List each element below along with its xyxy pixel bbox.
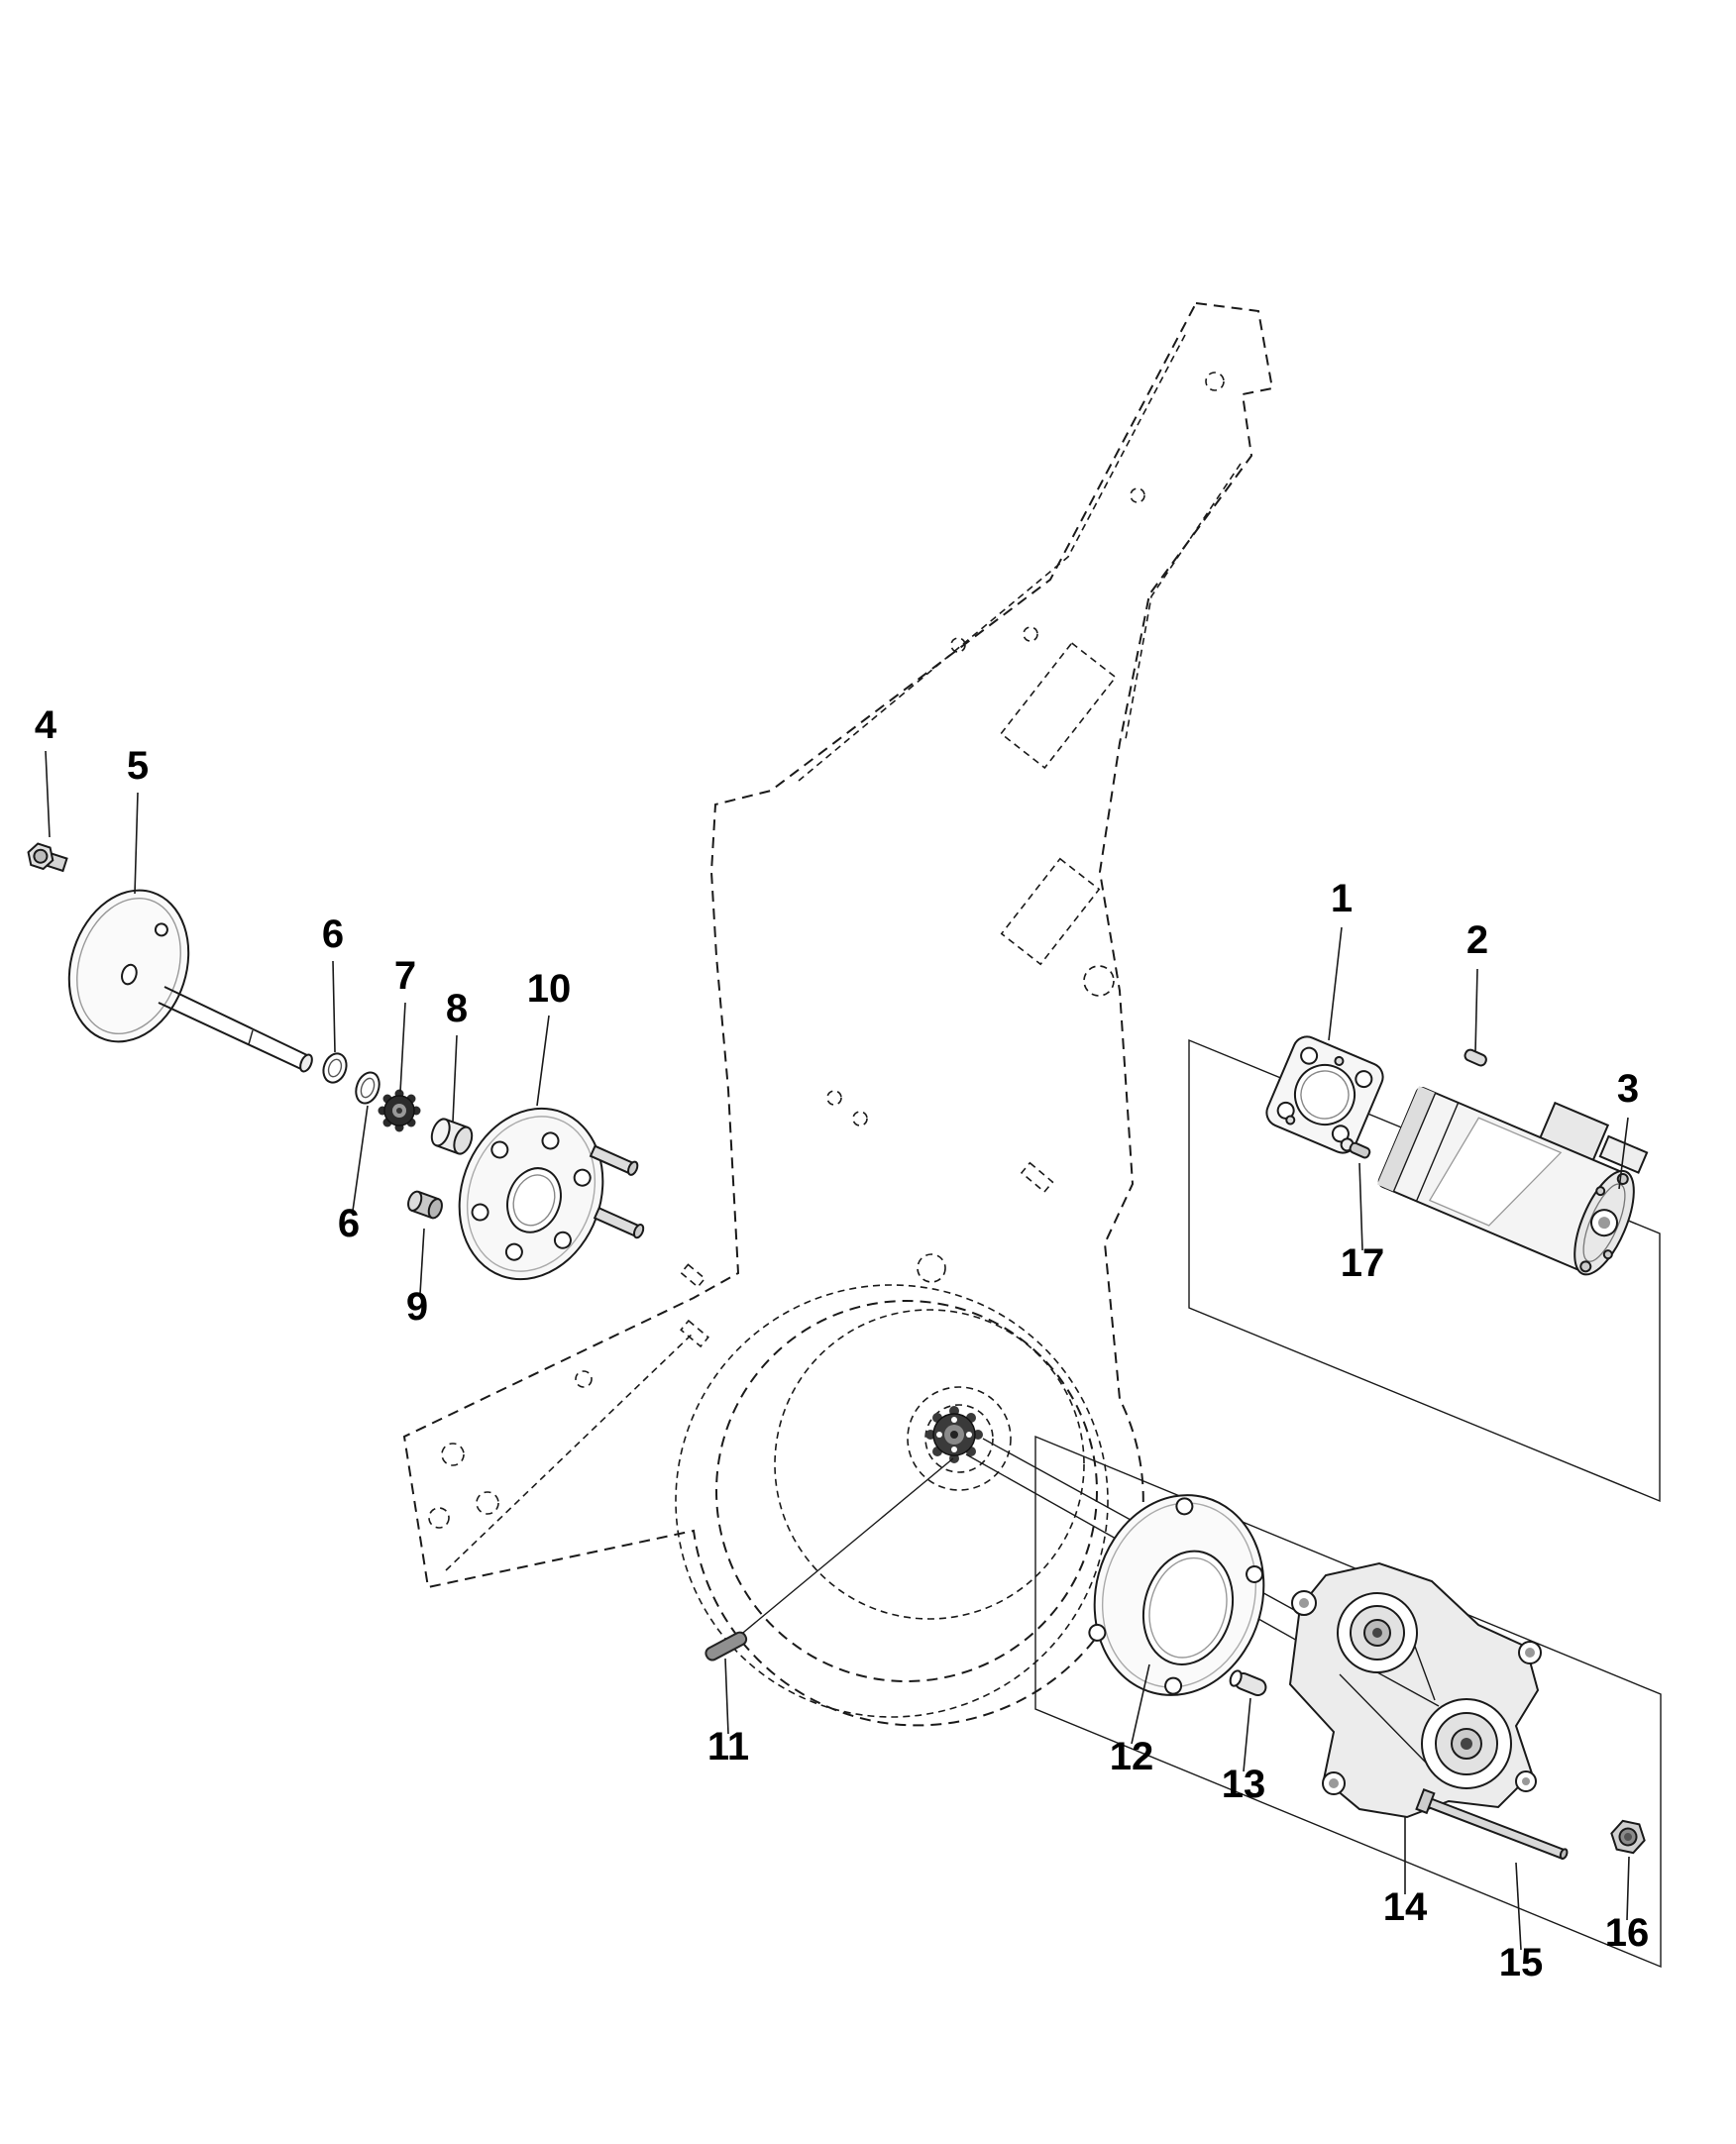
motor-label-sticker [1428,1117,1563,1227]
callout-label-6: 6 [322,912,344,956]
motor-part-3 [1376,1086,1649,1276]
callout-label-11: 11 [707,1725,749,1769]
frame-hole [575,1370,593,1388]
frame-hole [441,1443,465,1466]
callout-leader-2 [1474,968,1478,1053]
flange-part-10 [458,1107,645,1281]
callout-label-9: 9 [406,1285,428,1329]
frame-arm-inner-left [798,334,1186,782]
callout-label-16: 16 [1605,1911,1650,1955]
washer-part-6b [355,1071,380,1105]
screw-part-17 [1340,1137,1371,1159]
frame-lower-arm-inner [445,1332,695,1571]
bolt-part-15 [1415,1787,1569,1861]
callout-leader-1 [1328,926,1343,1041]
callout-label-5: 5 [127,744,149,788]
frame-hole [852,1111,868,1126]
callout-label-2: 2 [1466,918,1488,962]
callout-leader-11 [724,1658,729,1735]
callout-label-4: 4 [35,703,57,747]
callout-leader-16 [1626,1856,1630,1921]
frame-hole [1130,487,1145,503]
flange-stud [593,1207,645,1239]
frame-slot-1 [680,1319,709,1348]
flange-ring-part-12 [1088,1494,1265,1696]
callout-label-12: 12 [1110,1735,1154,1778]
callout-leader-10 [536,1015,550,1107]
mounting-plate-part-1 [1265,1035,1384,1154]
callout-label-6: 6 [338,1202,360,1245]
blade-circle [774,1309,1085,1620]
gearbox-part-14 [1288,1561,1542,1819]
callout-leader-13 [1243,1697,1251,1772]
disc-part-5 [67,889,313,1073]
key-part-11 [705,1631,748,1662]
frame-hole [1205,372,1225,391]
callout-label-15: 15 [1499,1941,1544,1984]
flange-stud [589,1144,639,1176]
frame-hole [1023,626,1038,642]
frame-hole [826,1090,842,1106]
frame-slot-3 [1020,1161,1054,1194]
frame-arm-inner-right [1125,463,1242,740]
hub-circle-inner [924,1404,994,1473]
bolt-part-4 [27,842,68,873]
frame-cutout-lower [1000,857,1101,966]
callout-label-7: 7 [394,954,416,998]
hub-sprocket [925,1406,983,1463]
frame-outline [402,301,1274,1727]
bushing-part-8 [430,1118,474,1155]
pin-part-2 [1464,1048,1487,1067]
gear-part-7 [378,1089,421,1132]
callout-leader-6 [352,1105,369,1212]
callout-label-17: 17 [1341,1241,1385,1285]
frame-cutout-upper [1000,641,1117,770]
callout-label-10: 10 [527,967,572,1011]
blade-guard-outer [715,1300,1098,1682]
callout-leader-4 [45,750,51,838]
callout-leader-8 [452,1034,458,1123]
callout-leader-15 [1515,1862,1522,1951]
callout-label-14: 14 [1383,1885,1428,1929]
washer-part-6a [322,1052,348,1084]
guard-rim [675,1284,1109,1718]
callout-leader-5 [134,792,139,895]
machine-frame-phantom [402,301,1274,1727]
callout-label-1: 1 [1331,877,1353,920]
callout-leader-3 [1618,1117,1629,1190]
frame-hole [917,1253,946,1283]
callout-leader-12 [1131,1663,1150,1745]
callout-leader-17 [1358,1162,1363,1251]
callout-label-8: 8 [446,987,468,1030]
bushing-part-9 [407,1190,443,1220]
frame-slot-2 [680,1263,706,1289]
frame-hole [1083,965,1115,997]
pin-part-13 [1229,1669,1267,1696]
callout-leader-6 [332,960,336,1053]
frame-hole [950,637,966,653]
hub-circle-outer [907,1386,1012,1491]
callout-leader-9 [419,1228,425,1295]
callout-label-13: 13 [1222,1763,1266,1806]
callout-leader-7 [399,1002,406,1093]
frame-hole [476,1491,499,1515]
nut-part-16 [1610,1819,1646,1855]
frame-hole [428,1507,450,1529]
callout-label-3: 3 [1617,1067,1639,1111]
